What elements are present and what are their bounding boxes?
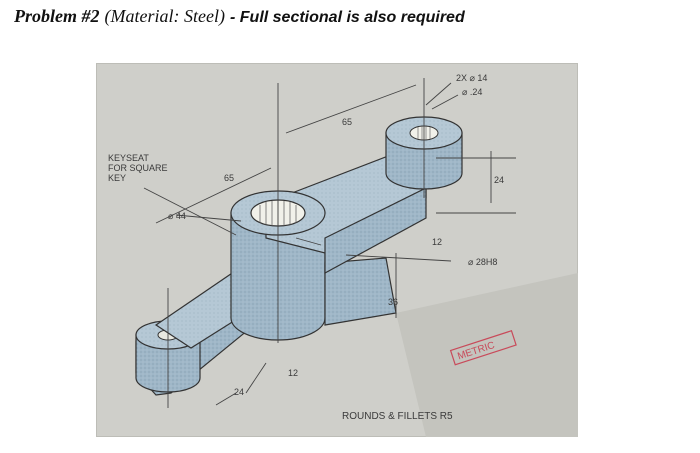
label-holes-small-2: ⌀ .24 xyxy=(462,87,482,97)
requirement-note: - Full sectional is also required xyxy=(230,9,465,26)
label-dim-24-low: 24 xyxy=(234,387,244,397)
part-body xyxy=(135,116,463,396)
label-dim-12-mid: 12 xyxy=(432,237,442,247)
label-dia-44: ⌀ 44 xyxy=(168,211,186,221)
label-dim-65-left: 65 xyxy=(224,173,234,183)
label-keyseat-3: KEY xyxy=(108,173,126,183)
label-dim-24-right: 24 xyxy=(494,175,504,185)
label-dim-12-low: 12 xyxy=(288,368,298,378)
problem-number: Problem #2 xyxy=(14,6,100,26)
drawing-photo: 2X ⌀ 14 ⌀ .24 65 65 KEYSEAT FOR SQUARE K… xyxy=(95,62,579,438)
page-title: Problem #2 (Material: Steel) - Full sect… xyxy=(14,6,465,27)
label-keyseat-1: KEYSEAT xyxy=(108,153,149,163)
label-rounds-fillets: ROUNDS & FILLETS R5 xyxy=(342,411,453,422)
label-dim-36: 36 xyxy=(388,297,398,307)
label-holes-small: 2X ⌀ 14 xyxy=(456,73,487,83)
material-note: (Material: Steel) xyxy=(104,6,225,26)
label-bore: ⌀ 28H8 xyxy=(468,257,497,267)
dimension-lines xyxy=(143,78,516,408)
label-keyseat-2: FOR SQUARE xyxy=(108,163,168,173)
isometric-drawing: 2X ⌀ 14 ⌀ .24 65 65 KEYSEAT FOR SQUARE K… xyxy=(95,62,579,438)
label-dim-65-top: 65 xyxy=(342,117,352,127)
